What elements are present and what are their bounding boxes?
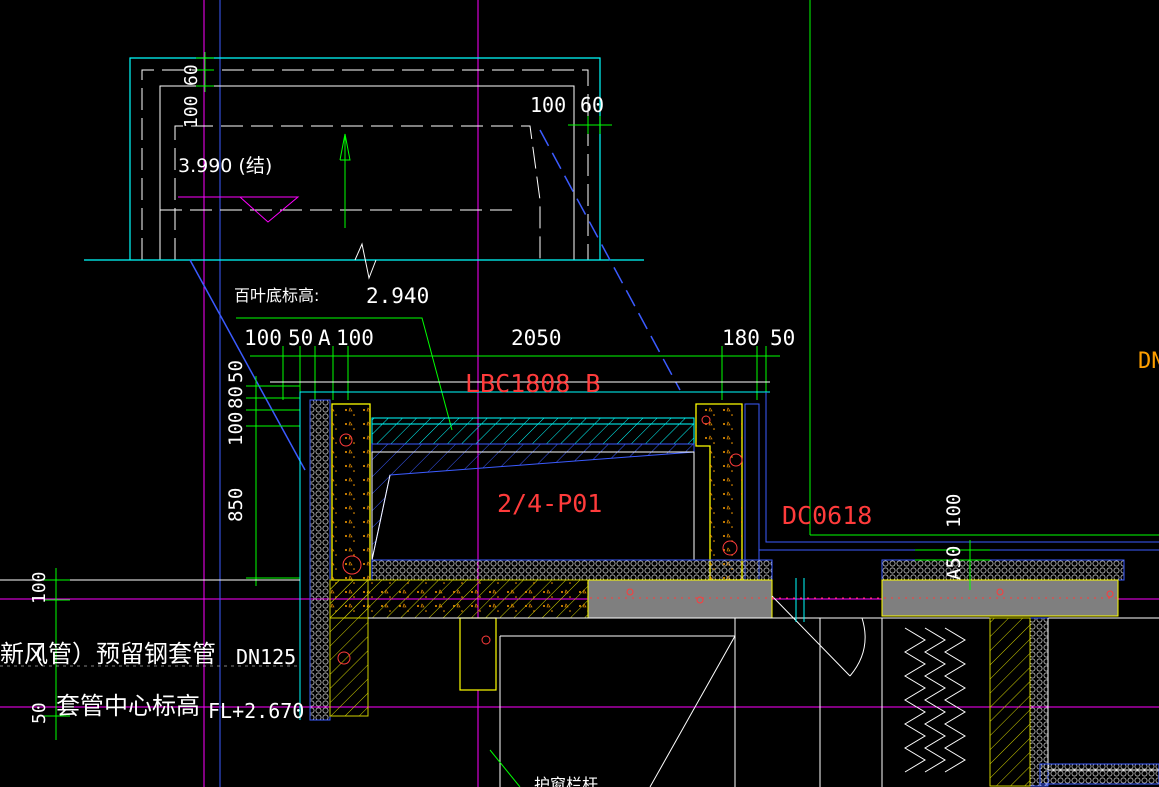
louver-value: 2.940	[366, 284, 429, 308]
dim-top-left-100: 100	[181, 95, 202, 128]
dim-row-180: 180	[722, 326, 760, 350]
dim-top-right-100: 100	[530, 93, 566, 117]
dim-row-2050: 2050	[511, 326, 562, 350]
dim-v-100: 100	[225, 412, 247, 446]
dim-row-100: 100	[244, 326, 282, 350]
left-notes: 100 50 （ 新风管）预留钢套管 DN125 套管中心标高 FL+2.670…	[0, 568, 598, 787]
sleeve-dn: DN125	[236, 645, 296, 669]
dim-left-50: 50	[29, 702, 50, 724]
sleeve-note-paren: （	[22, 645, 44, 670]
door-code: DC0618	[782, 501, 872, 530]
dim-v-50: 50	[225, 360, 247, 383]
dimension-row: 100 50 A 100 2050 180 50 50 80 100 850	[225, 326, 795, 586]
dim-top-left-60: 60	[181, 64, 202, 86]
dim-row-50: 50	[288, 326, 313, 350]
dim-left-100: 100	[29, 571, 50, 604]
window-code: LBC1808 B	[465, 369, 600, 398]
edge-code: DN	[1138, 349, 1159, 374]
window-section	[270, 381, 1159, 787]
dim-v-80: 80	[225, 386, 247, 409]
sleeve-center-value: FL+2.670	[208, 699, 304, 723]
sleeve-center-label: 套管中心标高	[56, 692, 200, 720]
dim-top-right-60: 60	[580, 93, 604, 117]
elevation-top-label: 3.990 (结)	[178, 155, 272, 177]
dim-right-a50: A50	[943, 546, 965, 580]
dim-v-850: 850	[225, 488, 247, 522]
bottom-note: 护窗栏杆	[534, 775, 598, 787]
dim-row-a: A	[318, 326, 331, 350]
upper-section-outline	[84, 52, 681, 471]
dim-row-50b: 50	[770, 326, 795, 350]
dim-row-100b: 100	[336, 326, 374, 350]
dim-right-100: 100	[943, 494, 965, 528]
section-labels: LBC1808 B 2/4-P01 DC0618 DN 100 A50	[465, 349, 1159, 580]
louver-label: 百叶底标高:	[234, 286, 319, 305]
room-code: 2/4-P01	[497, 489, 602, 518]
sleeve-note: 新风管）预留钢套管	[0, 640, 216, 668]
upper-section-labels: 60 100 100 60 3.990 (结)	[178, 64, 604, 177]
louver-callout: 百叶底标高: 2.940	[234, 284, 453, 431]
